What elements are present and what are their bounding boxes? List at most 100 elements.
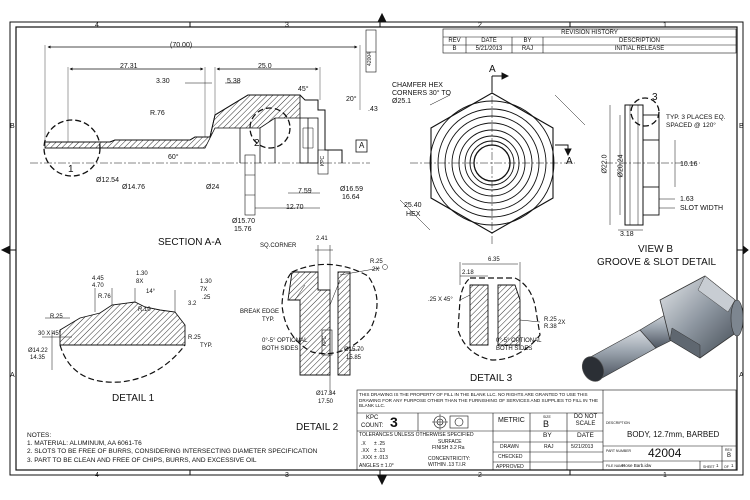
dim-25-0: 25.0 [258,63,272,70]
dim-7-59: 7.59 [298,188,312,195]
dim-dia-14-76: Ø14.76 [122,184,145,191]
revision-header-rev: REV [448,38,461,44]
d1-r25-b: R.25 [188,335,201,341]
detail-1-title: DETAIL 1 [112,393,155,404]
tb-size: B [543,419,550,429]
tb-date: DATE [577,432,594,439]
section-arrow-a-right: A [566,156,573,167]
tb-units: METRIC [498,417,525,424]
tb-do-not-scale: DO NOT SCALE [573,414,598,427]
revision-row-date: 5/21/2013 [475,46,503,52]
tb-count: 3 [390,414,398,430]
d3-2x: 2X [558,320,566,326]
section-aa-title: SECTION A-A [158,237,222,248]
revision-block-grid [442,28,737,54]
dim-p43: .43 [368,106,378,113]
callout-1: 1 [68,164,74,175]
view-b-dia-22-0: Ø22.0 [601,154,609,174]
dim-dia-15-70: Ø15.70 [232,218,255,225]
d1-1-30-a: 1.30 [136,271,148,277]
hex-dim-25-40: 25.40 [404,202,422,209]
tb-sheet-total: 1 [731,463,734,468]
tb-concentricity: CONCENTRICITY: [428,456,471,462]
d1-8x: 8X [136,279,144,285]
hex-label: HEX [406,211,421,218]
dim-20-deg: 20° [346,96,357,103]
view-b-title: VIEW B [638,244,674,255]
tb-disclaimer: THIS DRAWING IS THE PROPERTY OF FILL IN … [359,392,599,409]
zone-left-a: A [10,372,15,379]
dim-60-deg: 60° [168,154,179,161]
dim-5-38: 5.38 [227,78,241,85]
detail-3-title: DETAIL 3 [470,373,513,384]
tb-rev: B [727,453,732,459]
dim-dia-16-59: Ø16.59 [340,186,363,193]
kpc-part-number: 42004 [366,52,373,66]
tb-drawn: DRAWN [500,444,519,450]
zone-top-2: 2 [478,22,482,29]
dim-45-deg: 45° [298,86,309,93]
tb-tol-x-val: ± .25 [374,441,386,447]
revision-row-rev: B [452,46,457,52]
d1-14-deg: 14° [146,289,156,295]
callout-3: 3 [652,92,658,103]
tb-kpc-label: KPC [366,415,379,421]
zone-bottom-3: 3 [285,472,289,479]
zone-top-1: 1 [663,22,667,29]
detail-3-view [457,262,541,361]
tb-surface: SURFACE [438,439,462,445]
tb-sheet: 1 [716,463,719,468]
tb-file-name: Hose Barb.idw [622,463,652,468]
d2-dia-15-70: Ø15.70 [344,347,364,353]
d1-7x: 7X [200,287,208,293]
d2-2-41: 2.41 [316,236,328,242]
tb-tol-x: .X [361,441,366,447]
d1-p25: .25 [202,295,211,301]
d1-1-30-b: 1.30 [200,279,212,285]
zone-bottom-1: 1 [663,472,667,479]
notes-block: NOTES: 1. MATERIAL: ALUMINUM, AA 6061-T6… [27,432,317,465]
tb-by: BY [543,432,552,439]
tb-file-name-label: FILE NAME [606,464,625,468]
tb-tol-xxx-val: ± .013 [374,455,388,461]
revision-header-description: DESCRIPTION [618,38,660,44]
d2-r25: R.25 [370,259,383,265]
revision-header-by: BY [523,38,532,44]
d2-2x: 2X [372,267,380,273]
view-b-note: TYP. 3 PLACES EQ. SPACED @ 120° [666,114,726,129]
dim-12-70: 12.70 [286,204,304,211]
hex-chamfer-note: CHAMFER HEX CORNERS 30° TO Ø25.1 [392,82,451,105]
note-3: 3. PART TO BE CLEAN AND FREE OF CHIPS, B… [27,456,257,464]
tb-checked: CHECKED [498,454,523,460]
tb-within: WITHIN .13 T.I.R [428,462,466,468]
dim-dia-12-54: Ø12.54 [96,177,119,184]
dim-16-64: 16.64 [342,194,360,201]
title-block-grid [356,389,737,471]
d3-2-18: 2.18 [462,270,474,276]
part-3d-render [581,275,744,382]
view-b-10-16: 10.16 [680,161,698,168]
tb-tol-xx: .XX [361,448,370,454]
d1-14-35: 14.35 [30,355,46,361]
tb-description-label: DESCRIPTION [606,421,630,425]
revision-history-title: REVISION HISTORY [561,30,618,36]
tb-drawn-date: 5/21/2013 [571,444,594,450]
detail-1-view [42,288,186,383]
d1-r25-a: R.25 [50,314,63,320]
tb-tolerances: TOLERANCES UNLESS OTHERWISE SPECIFIED [359,432,474,438]
hex-end-view [399,72,586,245]
d1-4-45: 4.45 [92,276,104,282]
d1-r10: R.10 [138,307,151,313]
view-b-3-18: 3.18 [620,231,634,238]
detail-2-title: DETAIL 2 [296,422,339,433]
tb-drawn-by: RAJ [544,444,554,450]
revision-header-date: DATE [481,38,497,44]
view-b-slot-width: SLOT WIDTH [680,205,724,212]
d2-optional: 0°-5° OPTIONAL BOTH SIDES [262,338,308,352]
dim-15-76: 15.76 [234,226,252,233]
tb-count-label: COUNT: [361,423,384,429]
section-arrow-a-top: A [489,64,496,75]
view-b-1-63: 1.63 [680,196,694,203]
d2-typ: TYP. [262,317,275,323]
tb-tol-xxx: .XXX [361,455,373,461]
